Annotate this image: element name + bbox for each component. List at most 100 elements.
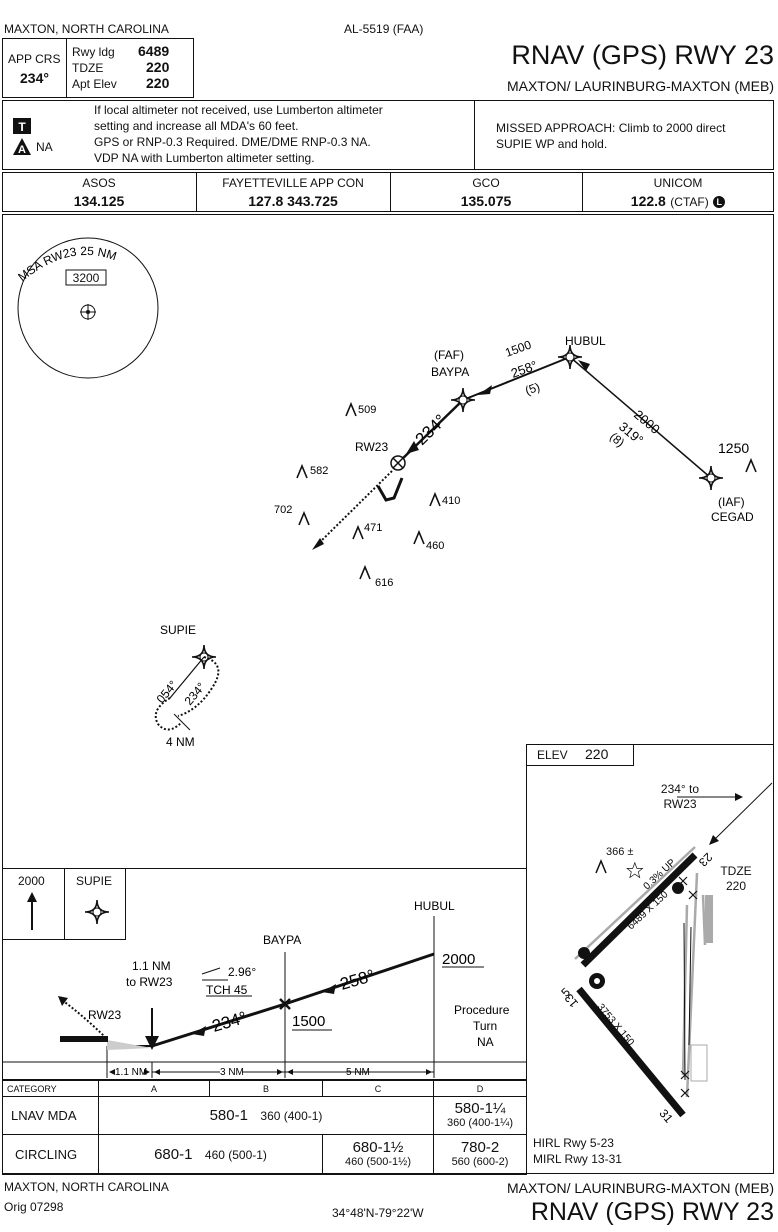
obstacle-702: 702 xyxy=(274,504,292,516)
min-header-a: A xyxy=(98,1080,210,1097)
rwy-31-number: 31 xyxy=(656,1106,676,1125)
leg-cegad-hubul xyxy=(569,356,712,479)
note-line-3: GPS or RNP-0.3 Required. DME/DME RNP-0.3… xyxy=(94,135,371,149)
lnav-d-mda: 580-1¼ xyxy=(454,1099,506,1117)
baypa-label: BAYPA xyxy=(431,365,469,379)
app-crs-value: 234° xyxy=(20,70,49,86)
note-line-2: setting and increase all MDA's 60 feet. xyxy=(94,119,299,133)
obstacle-410: 410 xyxy=(442,495,460,507)
circ-d-cell: 780-2 560 (600-2) xyxy=(433,1134,527,1175)
elev-box xyxy=(526,744,634,766)
hubul-label: HUBUL xyxy=(565,334,606,348)
leg-hubul-baypa xyxy=(462,356,571,401)
svg-text:A: A xyxy=(18,144,26,156)
obstacle-582: 582 xyxy=(310,465,328,477)
min-header-b: B xyxy=(209,1080,323,1097)
airport-name: MAXTON/ LAURINBURG-MAXTON (MEB) xyxy=(506,78,774,94)
missed-approach-1: MISSED APPROACH: Climb to 2000 direct xyxy=(496,121,726,135)
min-header-c: C xyxy=(322,1080,434,1097)
plan-view: HUBUL (FAF) BAYPA RW23 (IAF) CEGAD SUPIE… xyxy=(17,237,757,749)
circ-ab-mda: 680-1 xyxy=(154,1145,193,1163)
msa-alt: 3200 xyxy=(72,271,100,285)
hold-inbound-crs: 234° xyxy=(182,680,209,708)
tdze-label: TDZE xyxy=(72,61,104,75)
msa-alt-box xyxy=(65,269,107,286)
comm-asos-freq: 134.125 xyxy=(73,193,125,209)
circ-ab-cell: 680-1 460 (500-1) xyxy=(98,1134,323,1175)
lnav-abc-mda: 580-1 xyxy=(209,1106,248,1124)
runway-13-31 xyxy=(576,986,686,1118)
footer-location: MAXTON, NORTH CAROLINA xyxy=(4,1180,169,1194)
profile-crs-258: 258° xyxy=(338,966,377,994)
rwy-ldg-label: Rwy ldg xyxy=(72,45,115,59)
vor-marker-icon xyxy=(578,947,590,959)
apt-elev-label: Apt Elev xyxy=(72,77,117,91)
leg-hubul-baypa-crs: 258° xyxy=(509,358,539,381)
circ-ab-ha: 460 (500-1) xyxy=(204,1147,267,1162)
airport-diagram: 6489 X 150 0.3% UP 3753 X 150 23 5 13 31 xyxy=(558,782,773,1126)
circ-d-mda: 780-2 xyxy=(460,1138,500,1156)
hold-inbound xyxy=(169,656,205,699)
min-header-category: CATEGORY xyxy=(2,1080,99,1097)
climb-arrow-icon xyxy=(27,892,37,902)
msa-circle xyxy=(17,237,159,379)
obstacle-616: 616 xyxy=(375,577,393,589)
lnav-abc-cell: 580-1 360 (400-1) xyxy=(98,1096,434,1135)
taxiways xyxy=(574,846,707,1098)
comm-unicom-name: UNICOM xyxy=(653,176,703,190)
circ-c-ha: 460 (500-1½) xyxy=(344,1155,412,1168)
cegad-fix-icon xyxy=(698,465,724,491)
pt-na-line1: Procedure xyxy=(454,1003,510,1017)
takeoff-alternate-icon: T A xyxy=(13,118,31,156)
profile-hold-alt: 2000 xyxy=(18,874,45,888)
inbound-crs: 234° to xyxy=(660,782,700,796)
comm-approach-freq: 127.8 343.725 xyxy=(248,193,338,209)
missed-climb xyxy=(61,999,107,1039)
iaf-label: (IAF) xyxy=(718,495,745,509)
missed-approach-2: SUPIE WP and hold. xyxy=(496,137,608,151)
marker-icon xyxy=(672,882,684,894)
circ-c-mda: 680-1½ xyxy=(352,1138,404,1156)
comms-box xyxy=(2,172,774,212)
runway-5-23 xyxy=(580,852,698,968)
rwy-ldg-value: 6489 xyxy=(138,43,170,59)
rotating-beacon-icon xyxy=(626,861,644,879)
tdze-diagram-value: 220 xyxy=(725,879,747,893)
footer-airport: MAXTON/ LAURINBURG-MAXTON (MEB) xyxy=(506,1180,774,1196)
obstacle-471: 471 xyxy=(364,522,382,534)
inbound-rwy: RW23 xyxy=(663,797,697,811)
hubul-fix-icon xyxy=(557,344,583,370)
lnav-d-ha: 360 (400-1¼) xyxy=(446,1116,514,1129)
lighting-5-23: HIRL Rwy 5-23 xyxy=(533,1136,614,1150)
comm-unicom-freq: 122.8 xyxy=(630,193,666,209)
missed-approach-path xyxy=(315,470,393,547)
elev-label: ELEV xyxy=(537,748,568,762)
note-line-4: VDP NA with Lumberton altimeter setting. xyxy=(94,151,315,165)
dist-5: 5 NM xyxy=(346,1067,370,1078)
obstacle-1250: 1250 xyxy=(718,440,749,456)
profile-crs-234: 234° xyxy=(210,1008,249,1036)
cegad-label: CEGAD xyxy=(711,510,754,524)
faf-label: (FAF) xyxy=(434,348,464,362)
profile-supie-fix-icon xyxy=(84,899,110,925)
footer-title: RNAV (GPS) RWY 23 xyxy=(530,1198,774,1226)
comm-approach-name: FAYETTEVILLE APP CON xyxy=(222,176,364,190)
obstacle-icons xyxy=(296,401,757,580)
tdze-value: 220 xyxy=(146,59,170,75)
footer-orig: Orig 07298 xyxy=(4,1200,64,1214)
rwy-13-31-dims: 3753 X 150 xyxy=(595,1002,637,1049)
baypa-fix-icon xyxy=(450,387,476,413)
comm-gco-name: GCO xyxy=(472,176,500,190)
circling-label: CIRCLING xyxy=(2,1134,99,1175)
pt-na-line3: NA xyxy=(477,1035,494,1049)
rwy-5-23-dims: 6489 X 150 xyxy=(626,889,671,932)
msa-label-arc: MSA RW23 25 NM xyxy=(16,244,118,284)
obstacle-460: 460 xyxy=(426,540,444,552)
dist-1-1: 1.1 NM xyxy=(115,1067,147,1078)
lnav-d-cell: 580-1¼ 360 (400-1¼) xyxy=(433,1096,527,1135)
pt-na-line2: Turn xyxy=(473,1019,497,1033)
hold-outbound-crs: 054° xyxy=(154,678,181,706)
lnav-label: LNAV MDA xyxy=(2,1096,99,1135)
tdze-diagram-label: TDZE xyxy=(720,864,752,878)
obstacle-509: 509 xyxy=(358,404,376,416)
